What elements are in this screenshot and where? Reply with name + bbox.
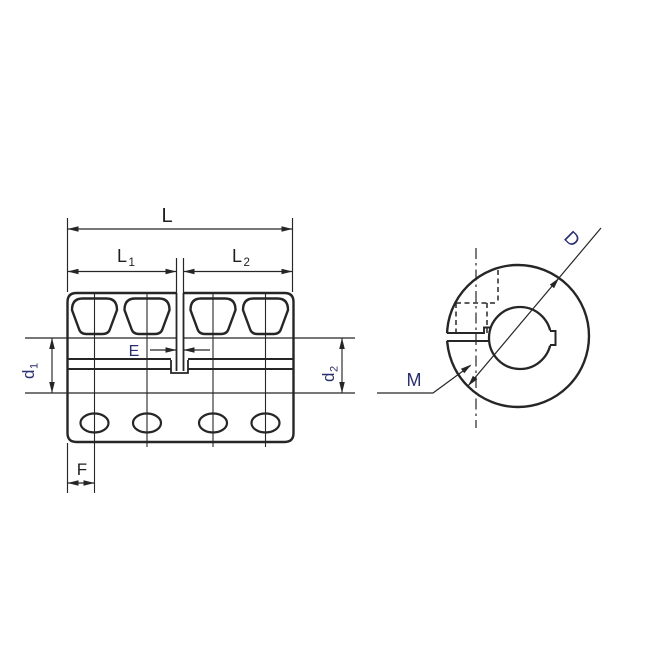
dimension-d2: [339, 338, 345, 393]
inner-body-lines: [67, 358, 294, 370]
arrowhead: [49, 338, 55, 349]
dimension-L1-L2: [67, 268, 293, 275]
arrowhead: [67, 268, 79, 275]
arrowhead: [165, 268, 177, 275]
dimension-F: [66, 443, 95, 493]
screw-centerlines: [93, 293, 267, 493]
keyway-gap: [546, 330, 558, 346]
slit-lines: [170, 258, 189, 374]
label-outer-diameter: D: [560, 226, 584, 250]
slit-gap: [440, 333, 453, 341]
slit-end-relief: [170, 360, 189, 374]
label-bore1: d 1: [19, 363, 41, 379]
dimension-D: [465, 227, 602, 388]
label-bore2-main: d: [319, 373, 338, 382]
arrowhead: [183, 268, 195, 275]
arrowhead: [67, 480, 79, 486]
label-outer-diameter-text: D: [560, 226, 584, 250]
bore-circle: [487, 305, 553, 371]
arrowhead: [67, 226, 79, 232]
label-hub1-length-sub: 1: [129, 257, 135, 269]
dimension-E: [150, 347, 210, 353]
arrowhead: [83, 480, 95, 486]
label-bore1-main: d: [19, 370, 38, 379]
dimension-d1: [49, 338, 55, 393]
arrowhead: [339, 338, 345, 349]
label-bore1-sub: 1: [29, 363, 41, 369]
arrowhead: [281, 268, 293, 275]
arrowhead: [281, 226, 293, 232]
label-clamp-screw: M: [407, 370, 422, 390]
label-bore2-sub: 2: [329, 366, 341, 372]
label-hub2-length-sub: 2: [244, 257, 250, 269]
end-view-slit: [447, 326, 491, 342]
label-overall-length: L: [161, 205, 172, 227]
side-view: L L 1 L 2 E d 1: [19, 205, 355, 493]
label-hub1-length: L: [117, 246, 127, 266]
keyway-notch: [550, 330, 557, 346]
end-view: D M: [377, 226, 602, 428]
label-slot-width: E: [129, 343, 140, 360]
coupling-body-outline: [66, 291, 295, 444]
label-bore2: d 2: [319, 366, 341, 382]
leader-M: [377, 362, 474, 394]
arrowhead: [49, 382, 55, 393]
hidden-screw-hole-lines: [455, 270, 499, 333]
dimension-L: [66, 218, 294, 292]
label-hub2-length: L: [232, 246, 242, 266]
label-screw-offset: F: [77, 460, 87, 479]
arrowhead: [339, 382, 345, 393]
